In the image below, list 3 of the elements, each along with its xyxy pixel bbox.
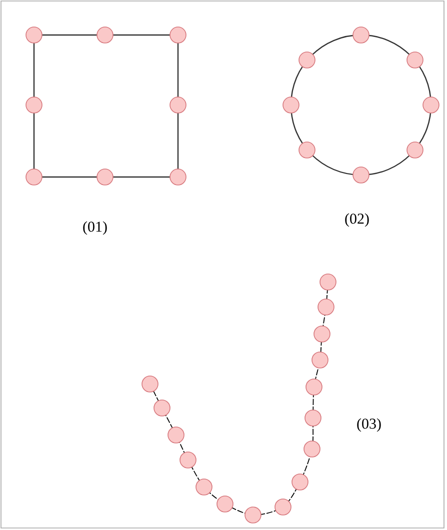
- figure-label: (01): [83, 221, 107, 235]
- figure-label: (03): [357, 418, 381, 432]
- figure-label: (02): [345, 213, 369, 227]
